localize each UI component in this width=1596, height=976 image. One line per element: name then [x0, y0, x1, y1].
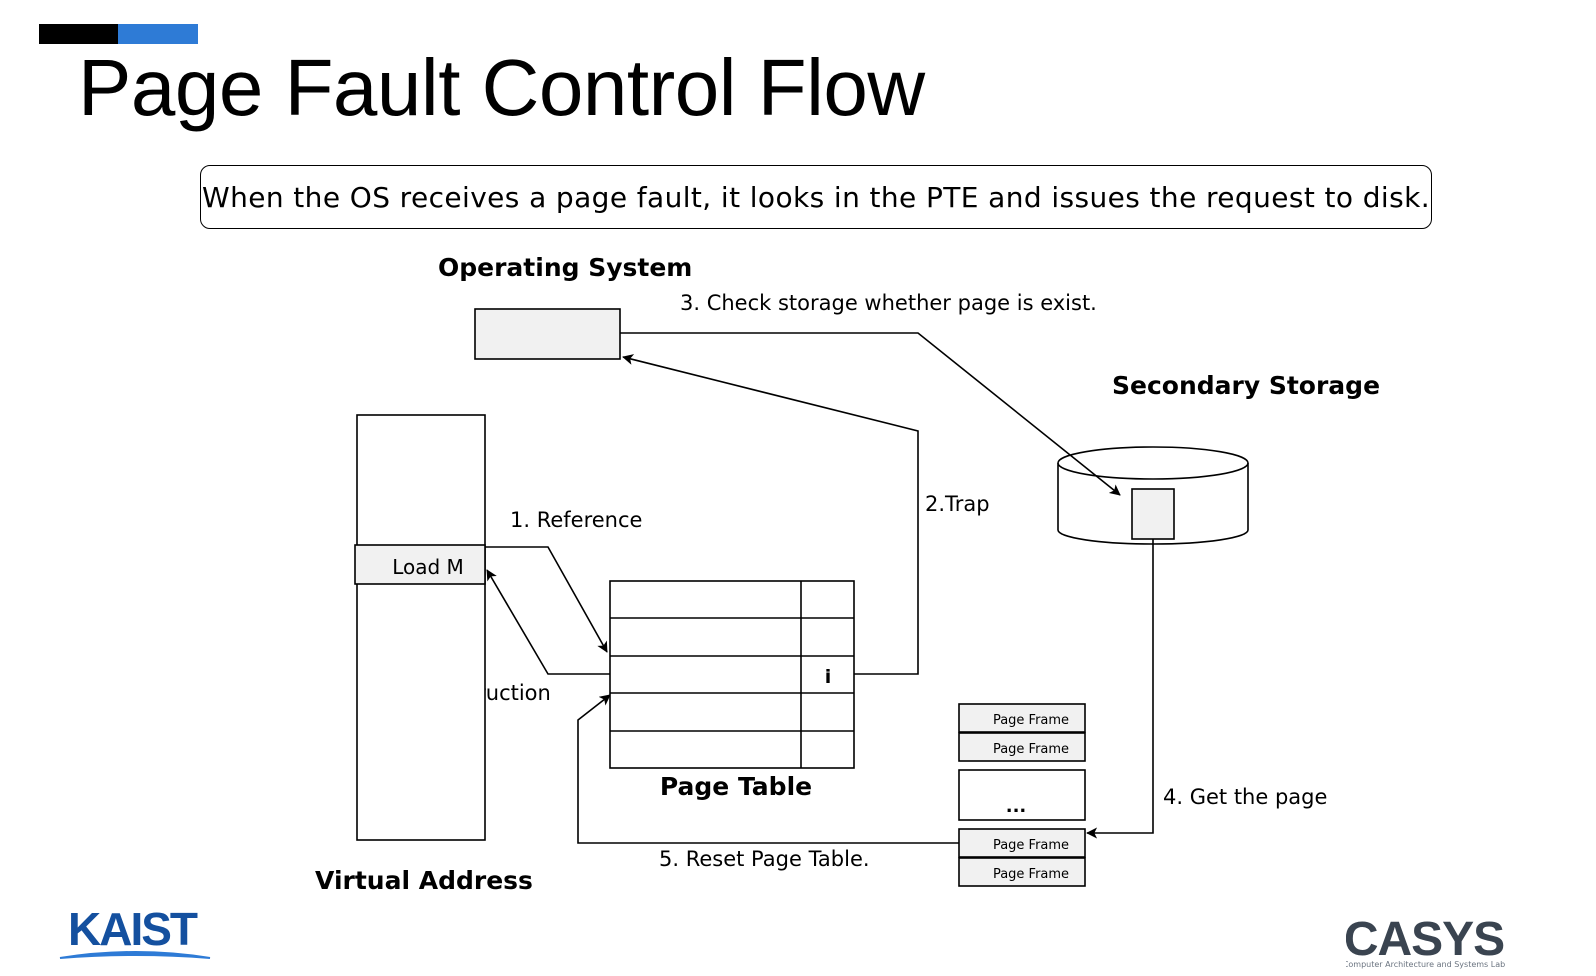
secondary-storage-label: Secondary Storage	[1112, 371, 1380, 400]
step-trap: 2.Trap	[925, 492, 990, 516]
page-frame-1	[958, 703, 1086, 733]
page-frame-label-2: Page Frame	[993, 742, 1069, 757]
page-frame-label-3: Page Frame	[993, 838, 1069, 853]
virtual-address-label: Virtual Address	[315, 866, 533, 895]
kaist-logo: KAIST	[59, 903, 211, 959]
operating-system-label: Operating System	[438, 253, 692, 282]
accent-bar-black	[39, 24, 118, 44]
svg-text:Computer Architecture and Syst: Computer Architecture and Systems Lab	[1346, 960, 1505, 969]
page-table	[609, 580, 855, 769]
page-frame-label-4: Page Frame	[993, 867, 1069, 882]
page-frame-gap	[958, 769, 1086, 821]
step-get-page: 4. Get the page	[1163, 785, 1327, 809]
ellipsis-label: ...	[1006, 796, 1027, 817]
page-frame-4	[958, 857, 1086, 887]
physical-memory	[958, 703, 1086, 887]
svg-text:CASYS: CASYS	[1346, 913, 1504, 966]
load-m-instruction: Load M	[354, 544, 486, 585]
step-check-storage: 3. Check storage whether page is exist.	[680, 291, 1097, 315]
arrow-get-page	[1086, 539, 1154, 839]
step-reference: 1. Reference	[510, 508, 642, 532]
disk-icon	[1057, 446, 1249, 545]
os-box	[474, 308, 621, 360]
disk-page-block	[1131, 488, 1175, 540]
step-reset-table: 5. Reset Page Table.	[659, 847, 870, 871]
svg-text:KAIST: KAIST	[68, 903, 198, 955]
page-table-label: Page Table	[660, 772, 812, 801]
slide-title: Page Fault Control Flow	[78, 43, 925, 132]
virtual-address-column	[356, 414, 486, 841]
arrow-trap	[622, 354, 919, 675]
arrow-reinstruction	[486, 569, 610, 675]
accent-bar-blue	[118, 24, 198, 44]
casys-logo: CASYS Computer Architecture and Systems …	[1346, 913, 1505, 969]
callout-box: When the OS receives a page fault, it lo…	[200, 165, 1432, 229]
arrow-reset-table	[577, 694, 959, 844]
page-frame-2	[958, 732, 1086, 762]
page-frame-3	[958, 828, 1086, 858]
callout-text: When the OS receives a page fault, it lo…	[202, 180, 1430, 214]
invalid-bit: i	[825, 666, 832, 688]
load-m-text: Load M	[392, 555, 464, 579]
arrow-reference	[485, 546, 608, 653]
arrow-check-storage	[620, 332, 1121, 496]
page-frame-label-1: Page Frame	[993, 713, 1069, 728]
